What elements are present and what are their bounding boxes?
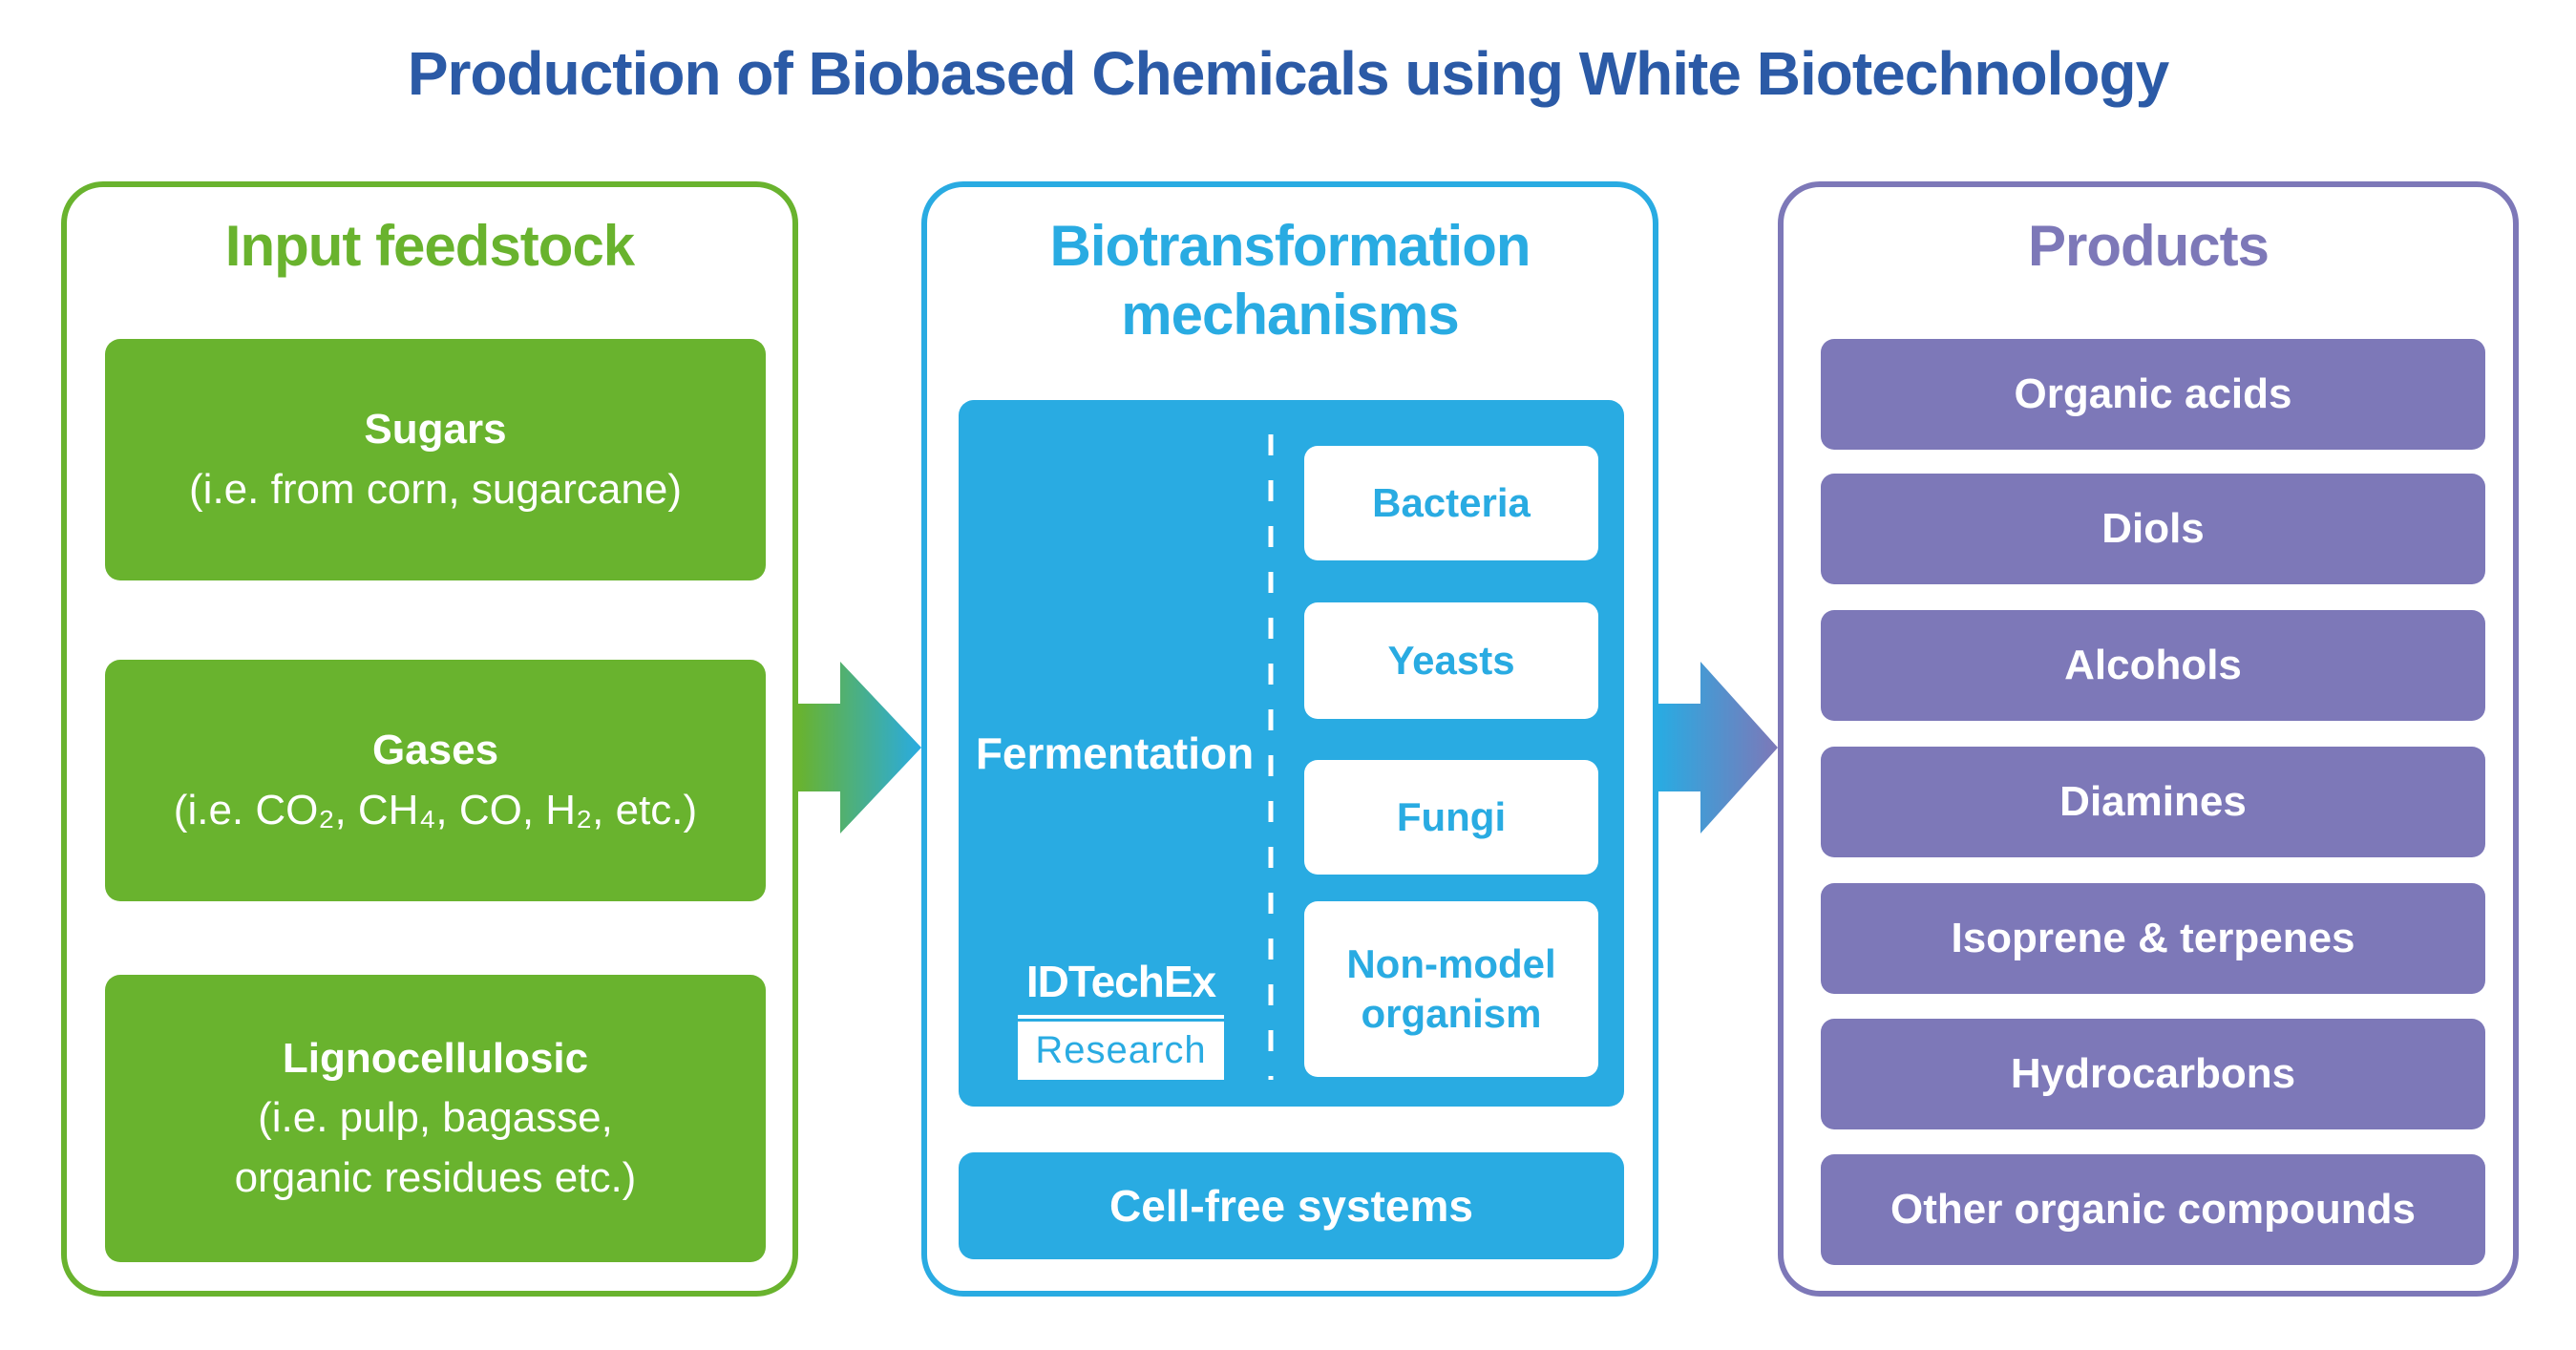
feedstock-box-gases: Gases (i.e. CO₂, CH₄, CO, H₂, etc.) (105, 660, 766, 901)
feedstock-ligno-subtitle-2: organic residues etc.) (234, 1153, 637, 1201)
arrow-biotransformation-to-products-icon (1658, 662, 1778, 833)
feedstock-gases-title: Gases (371, 727, 499, 774)
feedstock-box-lignocellulosic: Lignocellulosic (i.e. pulp, bagasse, org… (105, 975, 766, 1262)
product-box-diols: Diols (1821, 474, 2485, 584)
fermentation-box: Fermentation Bacteria Yeasts Fungi Non-m… (959, 400, 1624, 1107)
product-box-hydrocarbons: Hydrocarbons (1821, 1019, 2485, 1129)
input-feedstock-header: Input feedstock (224, 214, 635, 278)
organism-box-fungi: Fungi (1304, 760, 1598, 875)
dashed-divider-line (1268, 434, 1274, 1080)
feedstock-ligno-title: Lignocellulosic (282, 1034, 589, 1082)
organism-box-non-model: Non-model organism (1304, 901, 1598, 1077)
product-box-diamines: Diamines (1821, 747, 2485, 857)
biotransformation-header-line2: mechanisms (1121, 283, 1460, 347)
arrow-feedstock-to-biotransformation-icon (798, 662, 921, 833)
product-box-organic-acids: Organic acids (1821, 339, 2485, 450)
biotransformation-header-line1: Biotransformation (1049, 214, 1531, 278)
cell-free-systems-box: Cell-free systems (959, 1152, 1624, 1259)
page-title: Production of Biobased Chemicals using W… (407, 39, 2169, 108)
products-column: Products Organic acids Diols Alcohols Di… (1778, 181, 2519, 1297)
organism-box-bacteria: Bacteria (1304, 446, 1598, 560)
input-feedstock-column: Input feedstock Sugars (i.e. from corn, … (61, 181, 798, 1297)
feedstock-sugars-title: Sugars (364, 406, 507, 454)
product-box-other-organic-compounds: Other organic compounds (1821, 1154, 2485, 1265)
feedstock-box-sugars: Sugars (i.e. from corn, sugarcane) (105, 339, 766, 580)
feedstock-gases-subtitle: (i.e. CO₂, CH₄, CO, H₂, etc.) (173, 786, 698, 833)
feedstock-ligno-subtitle-1: (i.e. pulp, bagasse, (258, 1094, 613, 1142)
biotransformation-header: Biotransformation mechanisms (927, 212, 1653, 349)
idtechex-logo-brand: IDTechEx (1018, 956, 1224, 1019)
idtechex-logo-research: Research (1018, 1022, 1224, 1080)
fermentation-label: Fermentation (975, 728, 1255, 778)
organism-box-yeasts: Yeasts (1304, 602, 1598, 719)
biotransformation-column: Biotransformation mechanisms Fermentatio… (921, 181, 1658, 1297)
products-header: Products (2027, 214, 2270, 278)
idtechex-research-logo: IDTechEx Research (1018, 956, 1224, 1080)
product-box-alcohols: Alcohols (1821, 610, 2485, 721)
feedstock-sugars-subtitle: (i.e. from corn, sugarcane) (189, 465, 682, 513)
product-box-isoprene-terpenes: Isoprene & terpenes (1821, 883, 2485, 994)
